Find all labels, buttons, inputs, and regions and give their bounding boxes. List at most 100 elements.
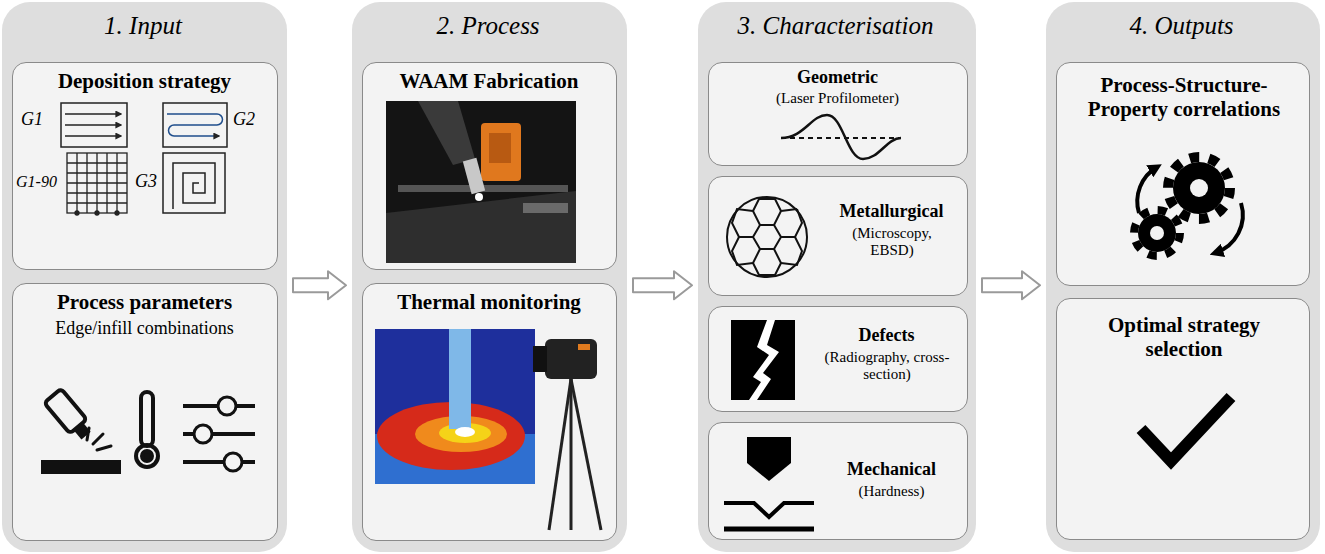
stage-panel: 4. Outputs Process-Structure-Property co… xyxy=(1046,2,1320,552)
cross-raster-icon xyxy=(67,153,127,215)
box-body: (Microscopy, EBSD) xyxy=(837,225,947,260)
box-heading: Geometric xyxy=(709,67,966,88)
strategy-label: G3 xyxy=(135,171,163,192)
grain-icon-part-part xyxy=(753,263,781,275)
grain-icon-part-part xyxy=(795,209,802,237)
grain-icon-part-part xyxy=(753,249,760,263)
box-heading: Defects xyxy=(809,325,964,346)
raster-icon-part xyxy=(65,124,121,126)
output-box: Process-Structure-Property correlations xyxy=(1056,62,1310,286)
grain-icon-part-part xyxy=(774,211,781,225)
strategy-label: G1 xyxy=(21,109,59,130)
cross-raster-icon-part xyxy=(95,211,99,215)
slider-icon-part xyxy=(194,425,212,443)
gears-icon-part xyxy=(1150,226,1164,240)
crack-icon-part xyxy=(731,320,795,400)
thermal-image-part xyxy=(455,427,475,437)
raster-icon-part xyxy=(61,103,127,147)
grain-icon-part-part xyxy=(781,237,802,265)
thermometer-icon-part xyxy=(136,445,158,467)
indenter-icon-part xyxy=(724,503,814,517)
gears-icon-part xyxy=(1173,162,1225,214)
zigzag-icon xyxy=(163,103,227,147)
waam-photo-part xyxy=(418,101,475,165)
camera-icon-part xyxy=(571,379,601,530)
camera-icon-part xyxy=(545,339,597,379)
grain-icon-part-part xyxy=(774,249,781,263)
waam-photo-part xyxy=(386,191,576,263)
grain-icon-part-part xyxy=(781,236,795,238)
torch-icon xyxy=(41,389,121,474)
waam-photo-part xyxy=(481,123,521,181)
spiral-icon-part xyxy=(173,163,215,209)
cross-raster-icon-part xyxy=(67,172,127,173)
box-heading: Metallurgical xyxy=(819,201,964,222)
box-heading: Optimal strategy selection xyxy=(1077,313,1291,361)
box-body: (Laser Profilometer) xyxy=(709,90,966,107)
zigzag-icon-part xyxy=(167,114,223,136)
stage-title: 2. Process xyxy=(352,12,624,41)
cross-raster-icon-part xyxy=(67,182,127,183)
box-body: (Radiography, cross-section) xyxy=(822,349,952,384)
zigzag-icon-part xyxy=(163,103,227,147)
flow-arrow xyxy=(982,271,1040,299)
box-heading: Thermal monitoring xyxy=(363,290,615,314)
camera-icon-part xyxy=(578,344,590,350)
process-box: Thermal monitoring xyxy=(362,283,617,541)
camera-icon xyxy=(533,339,601,530)
thermometer-icon-part xyxy=(142,451,152,461)
waam-photo-part xyxy=(489,133,511,163)
torch-icon-part xyxy=(44,389,94,443)
grain-icon-part-part xyxy=(732,209,753,237)
stage-title: 3. Characterisation xyxy=(698,12,973,41)
box-heading: Deposition strategy xyxy=(13,69,276,93)
input-box: Process parametersEdge/infill combinatio… xyxy=(12,283,278,541)
cross-raster-icon-part xyxy=(115,211,119,215)
cross-raster-icon-part xyxy=(67,202,127,203)
grain-icon-part-part xyxy=(753,199,781,211)
process-box: WAAM Fabrication xyxy=(362,62,617,270)
profile-curve-part xyxy=(781,137,901,139)
cross-raster-icon-part xyxy=(67,162,127,163)
thermometer-icon xyxy=(136,392,158,467)
grain-icon-part xyxy=(727,197,807,277)
box-heading: Mechanical xyxy=(819,459,964,480)
gears-icon-part xyxy=(1134,210,1180,256)
gears-icon-part xyxy=(1215,203,1243,253)
thermal-image-part xyxy=(375,329,535,484)
raster-icon-part xyxy=(65,113,121,115)
slider-icon xyxy=(183,397,255,471)
flow-arrow xyxy=(633,271,692,299)
gears-icon-part xyxy=(1138,214,1176,252)
method-box: Geometric (Laser Profilometer) xyxy=(708,62,968,166)
grain-icon-part-part xyxy=(727,197,807,277)
spiral-icon xyxy=(163,153,225,213)
torch-icon-part-part xyxy=(74,423,91,440)
waam-photo-part xyxy=(386,101,576,263)
method-box: Mechanical(Hardness) xyxy=(708,422,968,540)
waam-photo xyxy=(363,63,618,271)
slider-icon-part xyxy=(218,397,236,415)
grain-icon-part-part xyxy=(781,209,797,211)
indenter-icon-part xyxy=(724,527,814,532)
profile-curve-part xyxy=(781,115,901,159)
thermal-image-part xyxy=(449,329,471,429)
camera-icon-part xyxy=(570,379,573,530)
stage-panel: 3. Characterisation Geometric (Laser Prof… xyxy=(698,2,976,552)
thermometer-icon-part xyxy=(141,392,153,446)
raster-icon xyxy=(61,103,127,147)
grain-icon-part-part xyxy=(753,225,781,249)
box-heading: Process parameters xyxy=(13,290,276,314)
raster-icon-part xyxy=(65,135,121,137)
torch-icon-part-part xyxy=(87,428,89,440)
stage-panel: 2. Process WAAM Fabrication Thermal moni… xyxy=(352,2,627,552)
crack-icon-part xyxy=(749,320,779,400)
camera-icon-part xyxy=(549,379,571,530)
stage-title: 4. Outputs xyxy=(1046,12,1317,41)
input-box: Deposition strategyG1G2G1-90G3 xyxy=(12,62,278,270)
box-heading: WAAM Fabrication xyxy=(363,69,615,93)
cross-raster-icon-part xyxy=(67,153,127,213)
stage-title: 1. Input xyxy=(2,12,284,41)
grain-icon-part-part xyxy=(739,236,753,238)
strategy-icons xyxy=(13,63,279,271)
